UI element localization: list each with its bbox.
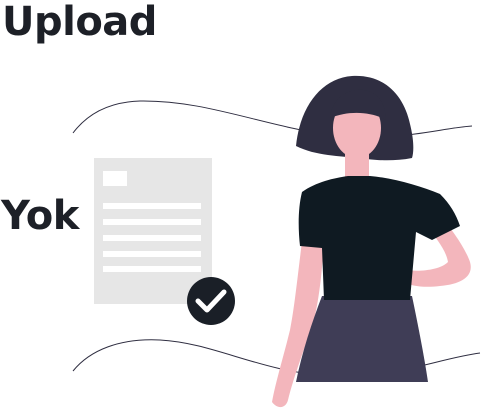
wave-line-top bbox=[72, 100, 473, 138]
shirt bbox=[298, 176, 460, 300]
check-circle-icon bbox=[187, 277, 235, 325]
woman-figure bbox=[272, 75, 471, 408]
document-icon bbox=[94, 158, 212, 304]
skirt bbox=[296, 296, 428, 382]
page-title: Upload bbox=[2, 0, 157, 45]
status-text: Yok bbox=[1, 193, 79, 239]
